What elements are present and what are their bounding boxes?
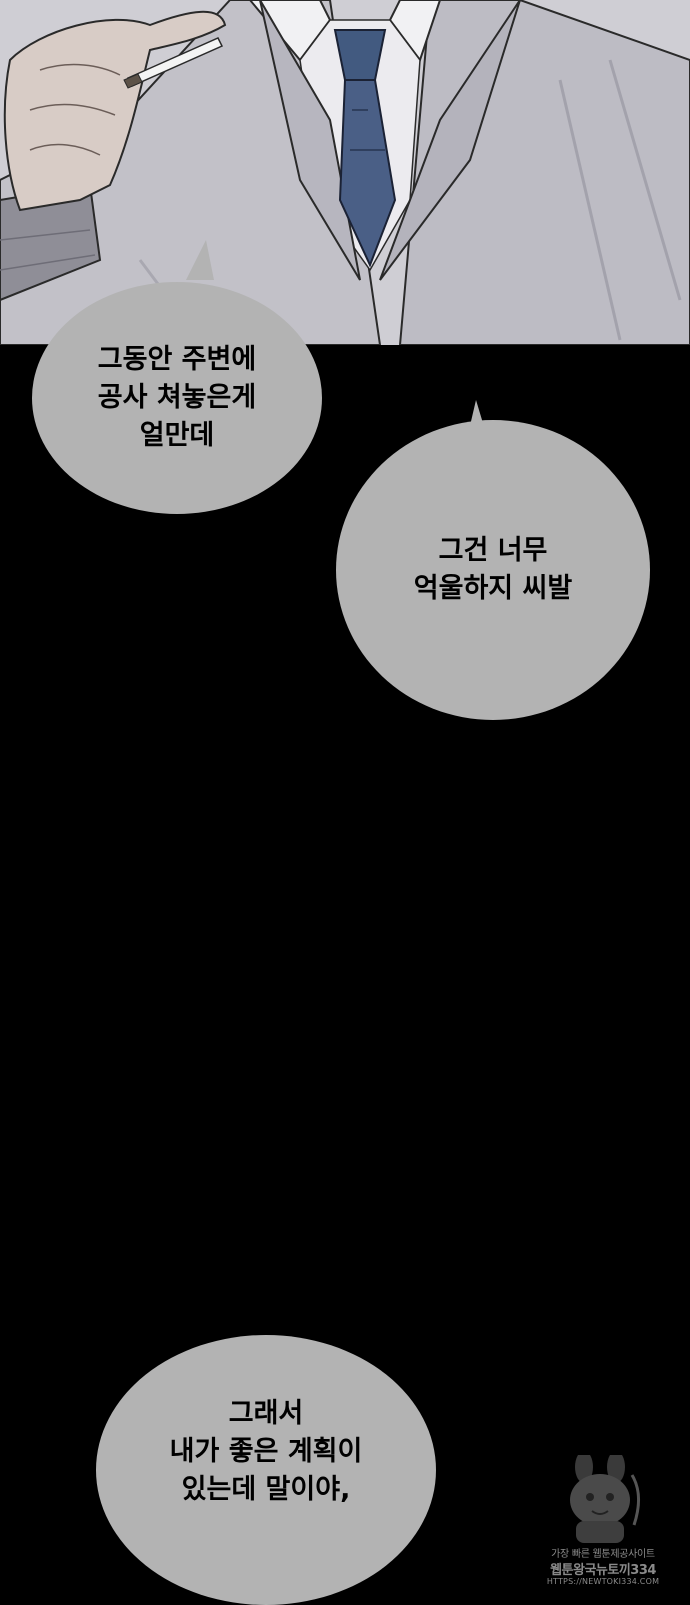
watermark-site-name: 웹툰왕국뉴토끼334 [550,1563,656,1578]
speech-bubble-second: 그건 너무 억울하지 씨발 [336,420,650,720]
speech-line: 그건 너무 [438,535,548,566]
speech-bubble-first: 그동안 주변에 공사 쳐놓은게 얼만데 [32,282,322,514]
speech-line: 그동안 주변에 [97,344,257,375]
comic-panel-illustration [0,0,690,347]
speech-bubble-tail [186,240,214,280]
speech-line: 억울하지 씨발 [413,573,573,604]
man-smoking-illustration [0,0,690,345]
rabbit-mascot-icon [570,1455,640,1543]
site-watermark: 가장 빠른 웹툰제공사이트 웹툰왕국뉴토끼334 HTTPS://NEWTOKI… [518,1455,688,1595]
speech-line: 공사 쳐놓은게 [97,382,257,413]
speech-bubble-third: 그래서 내가 좋은 계획이 있는데 말이야, [96,1335,436,1605]
speech-line: 있는데 말이야, [181,1474,351,1505]
speech-line: 내가 좋은 계획이 [169,1436,363,1467]
watermark-tagline: 가장 빠른 웹툰제공사이트 [551,1549,655,1560]
watermark-url: HTTPS://NEWTOKI334.COM [546,1577,660,1586]
speech-line: 얼만데 [139,420,215,451]
speech-line: 그래서 [228,1398,304,1429]
